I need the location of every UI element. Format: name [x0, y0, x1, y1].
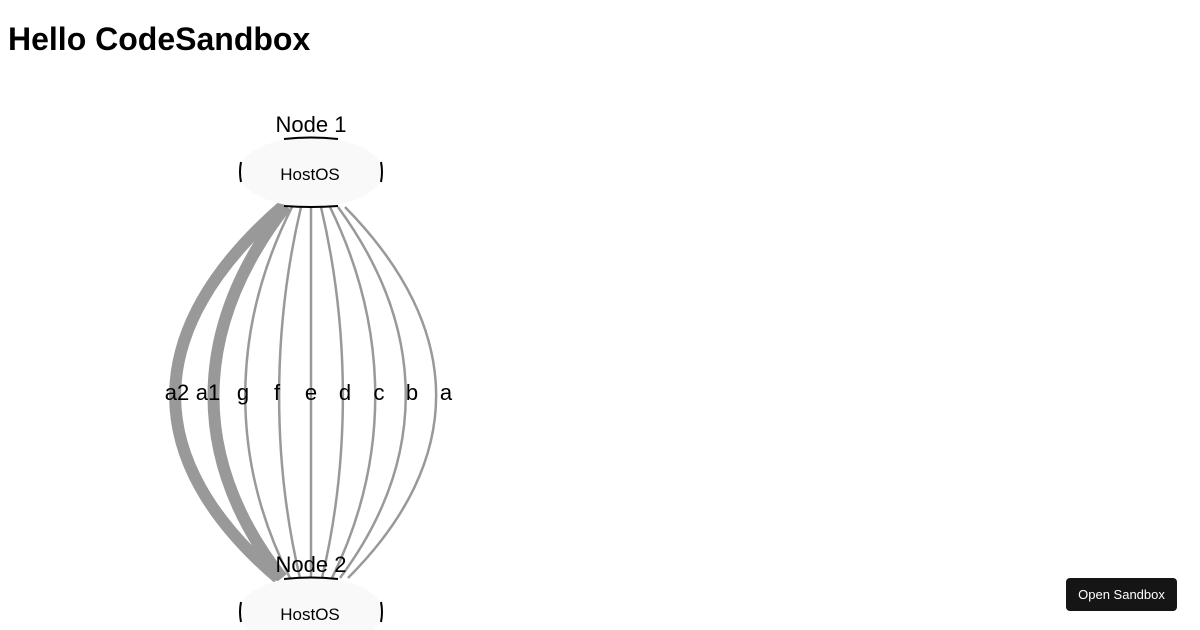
- open-sandbox-button[interactable]: Open Sandbox: [1066, 578, 1177, 611]
- edge-label-e: e: [305, 380, 317, 405]
- node-1-border-bottom: [283, 205, 339, 208]
- node-1-title: Node 1: [276, 112, 347, 137]
- edge-label-a: a: [440, 380, 453, 405]
- node-2-border-top: [283, 576, 339, 580]
- edge-a2[interactable]: [169, 201, 287, 583]
- edge-b[interactable]: [336, 206, 407, 579]
- node-1-border-top: [283, 136, 339, 140]
- page-title: Hello CodeSandbox: [8, 21, 311, 57]
- node-2-title: Node 2: [276, 552, 347, 577]
- edge-a[interactable]: [344, 206, 438, 579]
- node-2[interactable]: Node 2 HostOS: [239, 552, 383, 630]
- node-1-border-left: [239, 161, 242, 183]
- node-2-shape[interactable]: [239, 577, 383, 630]
- edge-labels: a2 a1 g f e d c b a: [165, 380, 453, 405]
- edge-f[interactable]: [277, 206, 303, 579]
- edge-c[interactable]: [328, 206, 377, 579]
- node-1-shape[interactable]: [239, 137, 383, 207]
- edge-label-b: b: [406, 380, 418, 405]
- edge-label-g: g: [237, 380, 249, 405]
- edge-label-c: c: [374, 380, 385, 405]
- edge-label-f: f: [274, 380, 281, 405]
- edge-g[interactable]: [244, 206, 294, 579]
- node-1-border-right: [380, 161, 383, 183]
- node-1[interactable]: Node 1 HostOS: [239, 112, 383, 208]
- edge-label-a1: a1: [196, 380, 220, 405]
- node-2-border-left: [239, 601, 242, 623]
- edge-label-a2: a2: [165, 380, 189, 405]
- edges: [169, 201, 438, 583]
- node-2-border-right: [380, 601, 383, 623]
- edge-label-d: d: [339, 380, 351, 405]
- edge-d[interactable]: [319, 206, 345, 579]
- edge-a1[interactable]: [207, 202, 291, 582]
- node-2-label: HostOS: [280, 605, 340, 624]
- node-1-label: HostOS: [280, 165, 340, 184]
